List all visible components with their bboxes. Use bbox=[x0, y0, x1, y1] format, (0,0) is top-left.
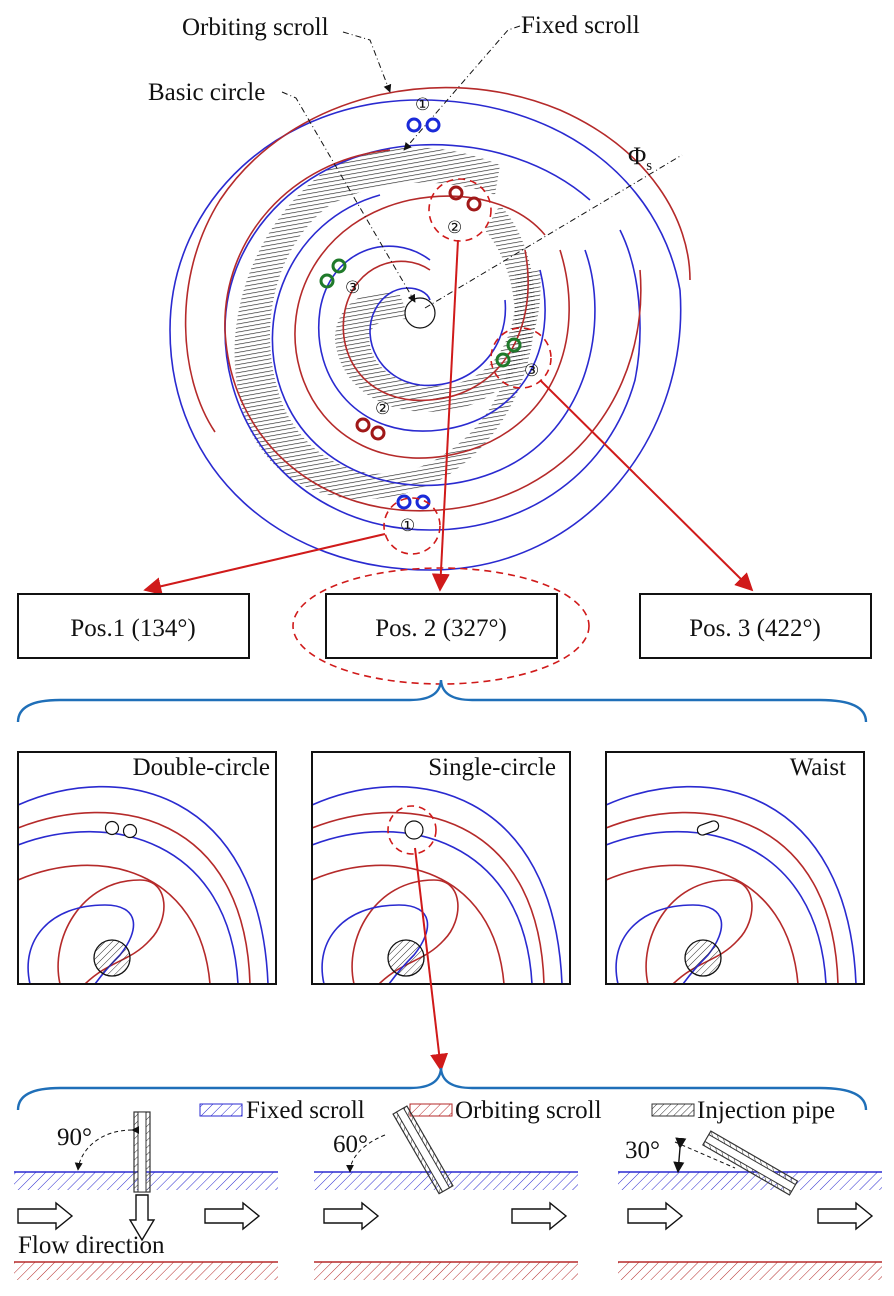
fixed-scroll-wrap-4 bbox=[318, 245, 546, 432]
highlight-circle-pos3 bbox=[490, 327, 552, 389]
fixed-wall-30 bbox=[618, 1172, 882, 1190]
orbiting-scroll-label: Orbiting scroll bbox=[182, 14, 329, 41]
marker-1-top: ① bbox=[415, 95, 430, 114]
legend-fixed-label: Fixed scroll bbox=[246, 1097, 365, 1124]
fixed-scroll-label: Fixed scroll bbox=[521, 12, 640, 39]
fixed-scroll-wrap-outer bbox=[169, 99, 682, 571]
angle-60-label: 60° bbox=[333, 1131, 368, 1158]
orbiting-wall-30 bbox=[618, 1262, 882, 1280]
arrow-to-pos3 bbox=[539, 379, 754, 592]
brace-shapes bbox=[16, 1067, 868, 1111]
pipe-60 bbox=[392, 1105, 454, 1195]
orbiting-scroll-wrap-3 bbox=[294, 195, 570, 459]
shape-double-circle-label: Double-circle bbox=[133, 754, 270, 781]
port-pair-1-bottom: ① bbox=[383, 494, 441, 555]
basic-circle-shape bbox=[404, 297, 436, 329]
fixed-scroll-wrap-5 bbox=[369, 287, 507, 387]
marker-1-bottom: ① bbox=[400, 516, 415, 535]
orbiting-scroll-wrap-outer bbox=[184, 86, 691, 433]
flow-direction-label: Flow direction bbox=[18, 1232, 165, 1259]
port-pair-2-top: ② bbox=[428, 178, 492, 242]
pos1-label: Pos.1 (134°) bbox=[70, 615, 195, 642]
flow-arrow-1 bbox=[17, 1201, 74, 1231]
port-pair-1-top: ① bbox=[406, 95, 441, 133]
legend-orbiting-label: Orbiting scroll bbox=[455, 1097, 602, 1124]
shape-panels: Double-circle Single-circle bbox=[17, 751, 865, 1072]
flow-arrow-4 bbox=[511, 1201, 568, 1231]
fixed-scroll-wrap-2 bbox=[224, 143, 641, 531]
arrow-to-pipe-detail bbox=[414, 847, 449, 1072]
injection-arrow-down bbox=[128, 1194, 156, 1242]
angle-arc-30 bbox=[673, 1137, 687, 1174]
orbiting-scroll-leader bbox=[342, 31, 392, 93]
arrow-to-pos1 bbox=[143, 533, 386, 596]
legend-orbiting-swatch bbox=[409, 1103, 453, 1117]
orbiting-scroll-wrap-2 bbox=[224, 149, 642, 512]
orbiting-wall-90 bbox=[14, 1262, 278, 1280]
flow-arrow-5 bbox=[627, 1201, 684, 1231]
basic-circle-leader bbox=[281, 91, 416, 303]
legend-pipe-swatch bbox=[651, 1103, 695, 1117]
pipe-30 bbox=[702, 1130, 799, 1196]
pos2-label: Pos. 2 (327°) bbox=[375, 615, 507, 642]
panel-waist bbox=[606, 752, 864, 984]
flow-arrows bbox=[17, 1201, 874, 1231]
pos1-box bbox=[17, 593, 250, 659]
fixed-scroll-leader bbox=[403, 25, 521, 151]
pos3-label: Pos. 3 (422°) bbox=[689, 615, 821, 642]
arrow-to-pos2 bbox=[431, 239, 459, 592]
marker-2-top: ② bbox=[447, 218, 462, 237]
brace-positions bbox=[16, 679, 868, 723]
panel-single-circle bbox=[312, 752, 570, 984]
port-pair-3-left: ③ bbox=[319, 258, 360, 297]
angle-arc-60 bbox=[346, 1134, 386, 1173]
angle-30-label: 30° bbox=[625, 1137, 660, 1164]
marker-3-right: ③ bbox=[524, 361, 539, 380]
position-boxes: Pos.1 (134°) Pos. 2 (327°) Pos. 3 (422°) bbox=[17, 567, 872, 685]
marker-3-left: ③ bbox=[345, 278, 360, 297]
pipe-angle-detail: 90° 60° 30° Flow direction bbox=[14, 1105, 882, 1280]
phi-s-reference-line bbox=[424, 154, 683, 309]
flow-arrow-6 bbox=[817, 1201, 874, 1231]
pos3-box bbox=[639, 593, 872, 659]
shape-single-circle-label: Single-circle bbox=[428, 754, 556, 781]
highlight-circle-pos2 bbox=[428, 178, 492, 242]
angle-90-label: 90° bbox=[57, 1124, 92, 1151]
panel-double-circle bbox=[18, 752, 276, 984]
highlight-circle-pos1 bbox=[383, 497, 441, 555]
basic-circle-label: Basic circle bbox=[148, 79, 265, 106]
phi-s-label: Φs bbox=[628, 143, 652, 174]
legend-fixed-swatch bbox=[199, 1103, 243, 1117]
port-pair-3-right: ③ bbox=[490, 327, 552, 389]
legend-pipe-label: Injection pipe bbox=[697, 1097, 835, 1124]
port-pair-2-bottom: ② bbox=[355, 399, 390, 441]
marker-2-bottom: ② bbox=[375, 399, 390, 418]
pos2-box bbox=[325, 593, 558, 659]
legend: Fixed scroll Orbiting scroll Injection p… bbox=[199, 1097, 835, 1124]
orbiting-wall-60 bbox=[314, 1262, 578, 1280]
scroll-overview: Φs Orbiting scroll Fixed scroll Basic ci… bbox=[143, 12, 754, 596]
shape-waist-label: Waist bbox=[790, 754, 846, 781]
angle-arc-90 bbox=[74, 1125, 140, 1171]
flow-arrow-3 bbox=[323, 1201, 380, 1231]
fixed-scroll-wrap-3 bbox=[271, 194, 596, 487]
flow-arrow-2 bbox=[204, 1201, 261, 1231]
